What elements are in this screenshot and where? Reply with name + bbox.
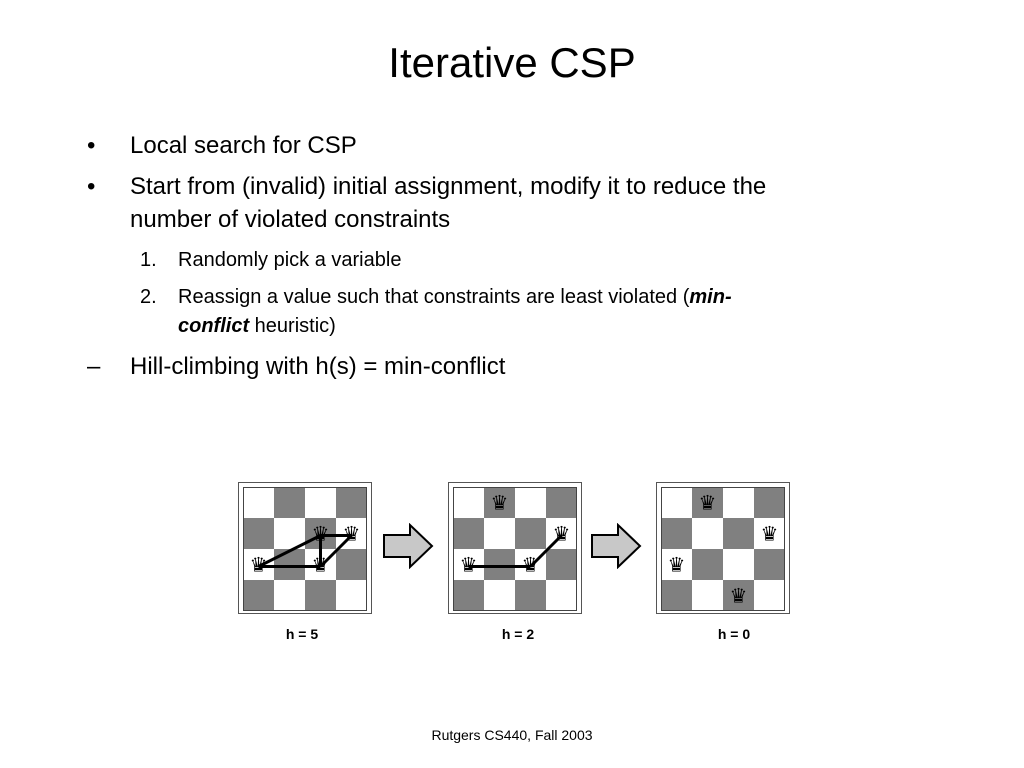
bullet-marker: • [87,132,96,159]
board-square [453,549,484,580]
board-frame [453,487,577,611]
board-square [692,487,723,518]
board-square [243,580,274,611]
bullet-marker: • [87,173,96,200]
numbered-text-emphasis: conflict [178,315,250,337]
board-square [336,487,367,518]
queen-icon: ♛ [522,553,540,577]
board-grid: ♛ ♛ ♛ ♛ [453,487,577,611]
board-square [274,518,305,549]
right-arrow-icon [383,523,434,569]
board-square [754,487,785,518]
queen-icon: ♛ [491,491,509,515]
board-square [243,518,274,549]
board-square [305,487,336,518]
board-square [274,487,305,518]
board-square [484,580,515,611]
right-arrow-icon [591,523,642,569]
board-square [661,580,692,611]
board-square [484,549,515,580]
board-square [243,487,274,518]
board-label-h5: h = 5 [285,626,319,642]
board-frame [243,487,367,611]
dash-marker: – [87,353,101,380]
board-square [546,580,577,611]
board-square [661,549,692,580]
board-square [546,549,577,580]
queen-icon: ♛ [699,491,717,515]
board-square [661,487,692,518]
board-square [515,487,546,518]
bullet-text: Local search for CSP [130,132,357,159]
conflict-line [529,534,563,568]
dash-text: Hill-climbing with h(s) = min-conflict [130,353,506,380]
queen-icon: ♛ [730,584,748,608]
board-square [723,487,754,518]
board-square [754,580,785,611]
board-square [453,518,484,549]
board-label-h2: h = 2 [501,626,535,642]
board-square [484,518,515,549]
board-square [305,580,336,611]
queen-icon: ♛ [668,553,686,577]
numbered-text-plain: heuristic) [249,315,336,337]
board-label-h0: h = 0 [717,626,751,642]
chessboard-h0: ♛ ♛ ♛ ♛ [656,482,790,614]
board-square [723,549,754,580]
board-square [754,518,785,549]
board-square [515,580,546,611]
numbered-text: Randomly pick a variable [178,249,402,271]
board-square [274,549,305,580]
board-square [546,487,577,518]
bullet-text-line-1: Start from (invalid) initial assignment,… [130,173,767,200]
board-square [336,549,367,580]
board-square [274,580,305,611]
conflict-line [257,534,322,568]
board-grid: ♛ ♛ ♛ ♛ [243,487,367,611]
board-square [515,518,546,549]
board-square [754,549,785,580]
number-marker: 2. [140,286,157,308]
queen-icon: ♛ [343,522,361,546]
bullet-text-line-2: number of violated constraints [130,206,451,233]
board-frame [661,487,785,611]
board-square [661,518,692,549]
queen-icon: ♛ [312,553,330,577]
board-square [692,580,723,611]
number-marker: 1. [140,249,157,271]
conflict-line [319,534,353,568]
queen-icon: ♛ [250,553,268,577]
numbered-text-plain: Reassign a value such that constraints a… [178,286,690,308]
chessboard-h2: ♛ ♛ ♛ ♛ [448,482,582,614]
board-square [453,580,484,611]
board-square [692,549,723,580]
board-grid: ♛ ♛ ♛ ♛ [661,487,785,611]
queen-icon: ♛ [460,553,478,577]
numbered-text-line-1: Reassign a value such that constraints a… [178,283,732,311]
board-square [692,518,723,549]
slide-title: Iterative CSP [388,39,636,86]
board-square [243,549,274,580]
board-square [453,487,484,518]
numbered-text-emphasis: min- [689,286,732,308]
queen-icon: ♛ [761,522,779,546]
queen-icon: ♛ [553,522,571,546]
board-square [336,580,367,611]
board-square [723,518,754,549]
queen-icon: ♛ [312,522,330,546]
numbered-text-line-2: conflict heuristic) [178,312,336,340]
board-square [484,487,515,518]
board-square [723,580,754,611]
chessboard-h5: ♛ ♛ ♛ ♛ [238,482,372,614]
slide-footer: Rutgers CS440, Fall 2003 [431,727,593,743]
